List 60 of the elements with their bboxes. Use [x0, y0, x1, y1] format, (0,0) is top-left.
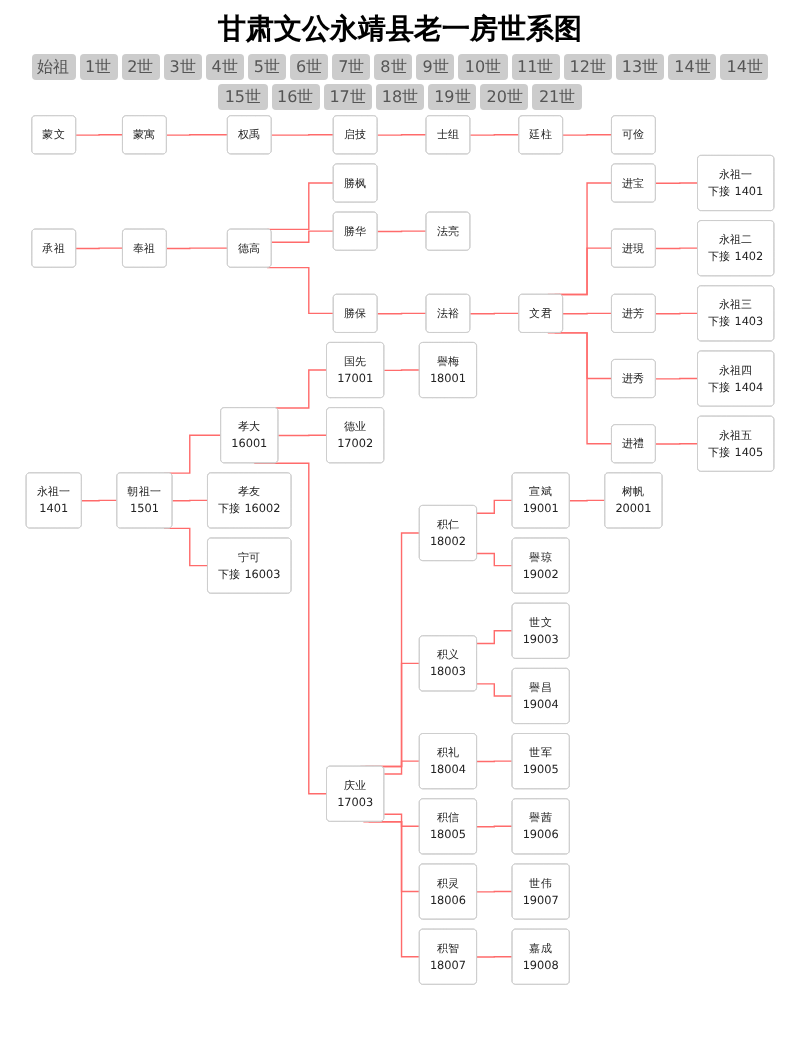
- connector: [376, 312, 427, 315]
- connector: [469, 134, 520, 136]
- generation-label: 18世: [375, 84, 425, 110]
- connector: [75, 134, 124, 136]
- connector: [655, 312, 699, 315]
- connector: [81, 499, 118, 502]
- connector: [476, 956, 514, 958]
- generation-label: 12世: [563, 54, 612, 80]
- connector: [166, 247, 229, 250]
- connector: [476, 499, 514, 514]
- generation-label: 9世: [416, 54, 455, 80]
- connector: [476, 552, 514, 567]
- generation-label: 始祖: [31, 54, 76, 80]
- chart-title: 甘肃文公永靖县老一房世系图: [216, 12, 584, 48]
- generation-label: 1世: [79, 54, 118, 80]
- generation-label: 6世: [289, 54, 329, 80]
- generation-label: 10世: [458, 54, 508, 80]
- connector: [562, 312, 613, 315]
- connector: [569, 499, 606, 502]
- connector: [655, 182, 699, 185]
- connector: [266, 182, 335, 231]
- connector: [476, 760, 514, 763]
- generation-label: 17世: [323, 84, 372, 110]
- connector: [75, 247, 124, 250]
- generation-label: 8世: [374, 54, 413, 80]
- connector: [383, 369, 421, 372]
- connector: [166, 134, 229, 136]
- connector: [171, 499, 209, 502]
- connector: [274, 369, 328, 409]
- connector: [270, 230, 335, 243]
- connector: [383, 813, 421, 828]
- generation-label: 20世: [480, 84, 529, 110]
- generation-label: 14世: [668, 54, 717, 80]
- connector: [376, 230, 427, 233]
- generation-label: 16世: [271, 84, 320, 110]
- connector: [655, 377, 699, 380]
- generation-label: 2世: [121, 54, 160, 80]
- generation-label: 4世: [205, 54, 244, 80]
- connector: [655, 247, 699, 250]
- connector: [376, 134, 427, 136]
- generation-label: 11世: [511, 54, 560, 80]
- generation-label: 14世: [720, 54, 769, 80]
- connector: [476, 683, 514, 697]
- connector: [562, 134, 613, 136]
- connector: [270, 134, 335, 136]
- connector: [383, 760, 421, 775]
- generation-label: 19世: [428, 84, 477, 110]
- connector: [655, 443, 699, 445]
- generation-label: 15世: [218, 84, 268, 110]
- connector: [476, 630, 514, 645]
- connector: [469, 312, 520, 315]
- generation-label: 5世: [247, 54, 286, 80]
- connector: [266, 266, 335, 315]
- connector: [476, 890, 514, 893]
- connector: [476, 825, 514, 828]
- generation-label: 13世: [615, 54, 665, 80]
- generation-label: 7世: [332, 54, 371, 80]
- connector: [277, 434, 328, 437]
- generation-label: 3世: [163, 54, 202, 80]
- generation-label: 21世: [532, 84, 582, 110]
